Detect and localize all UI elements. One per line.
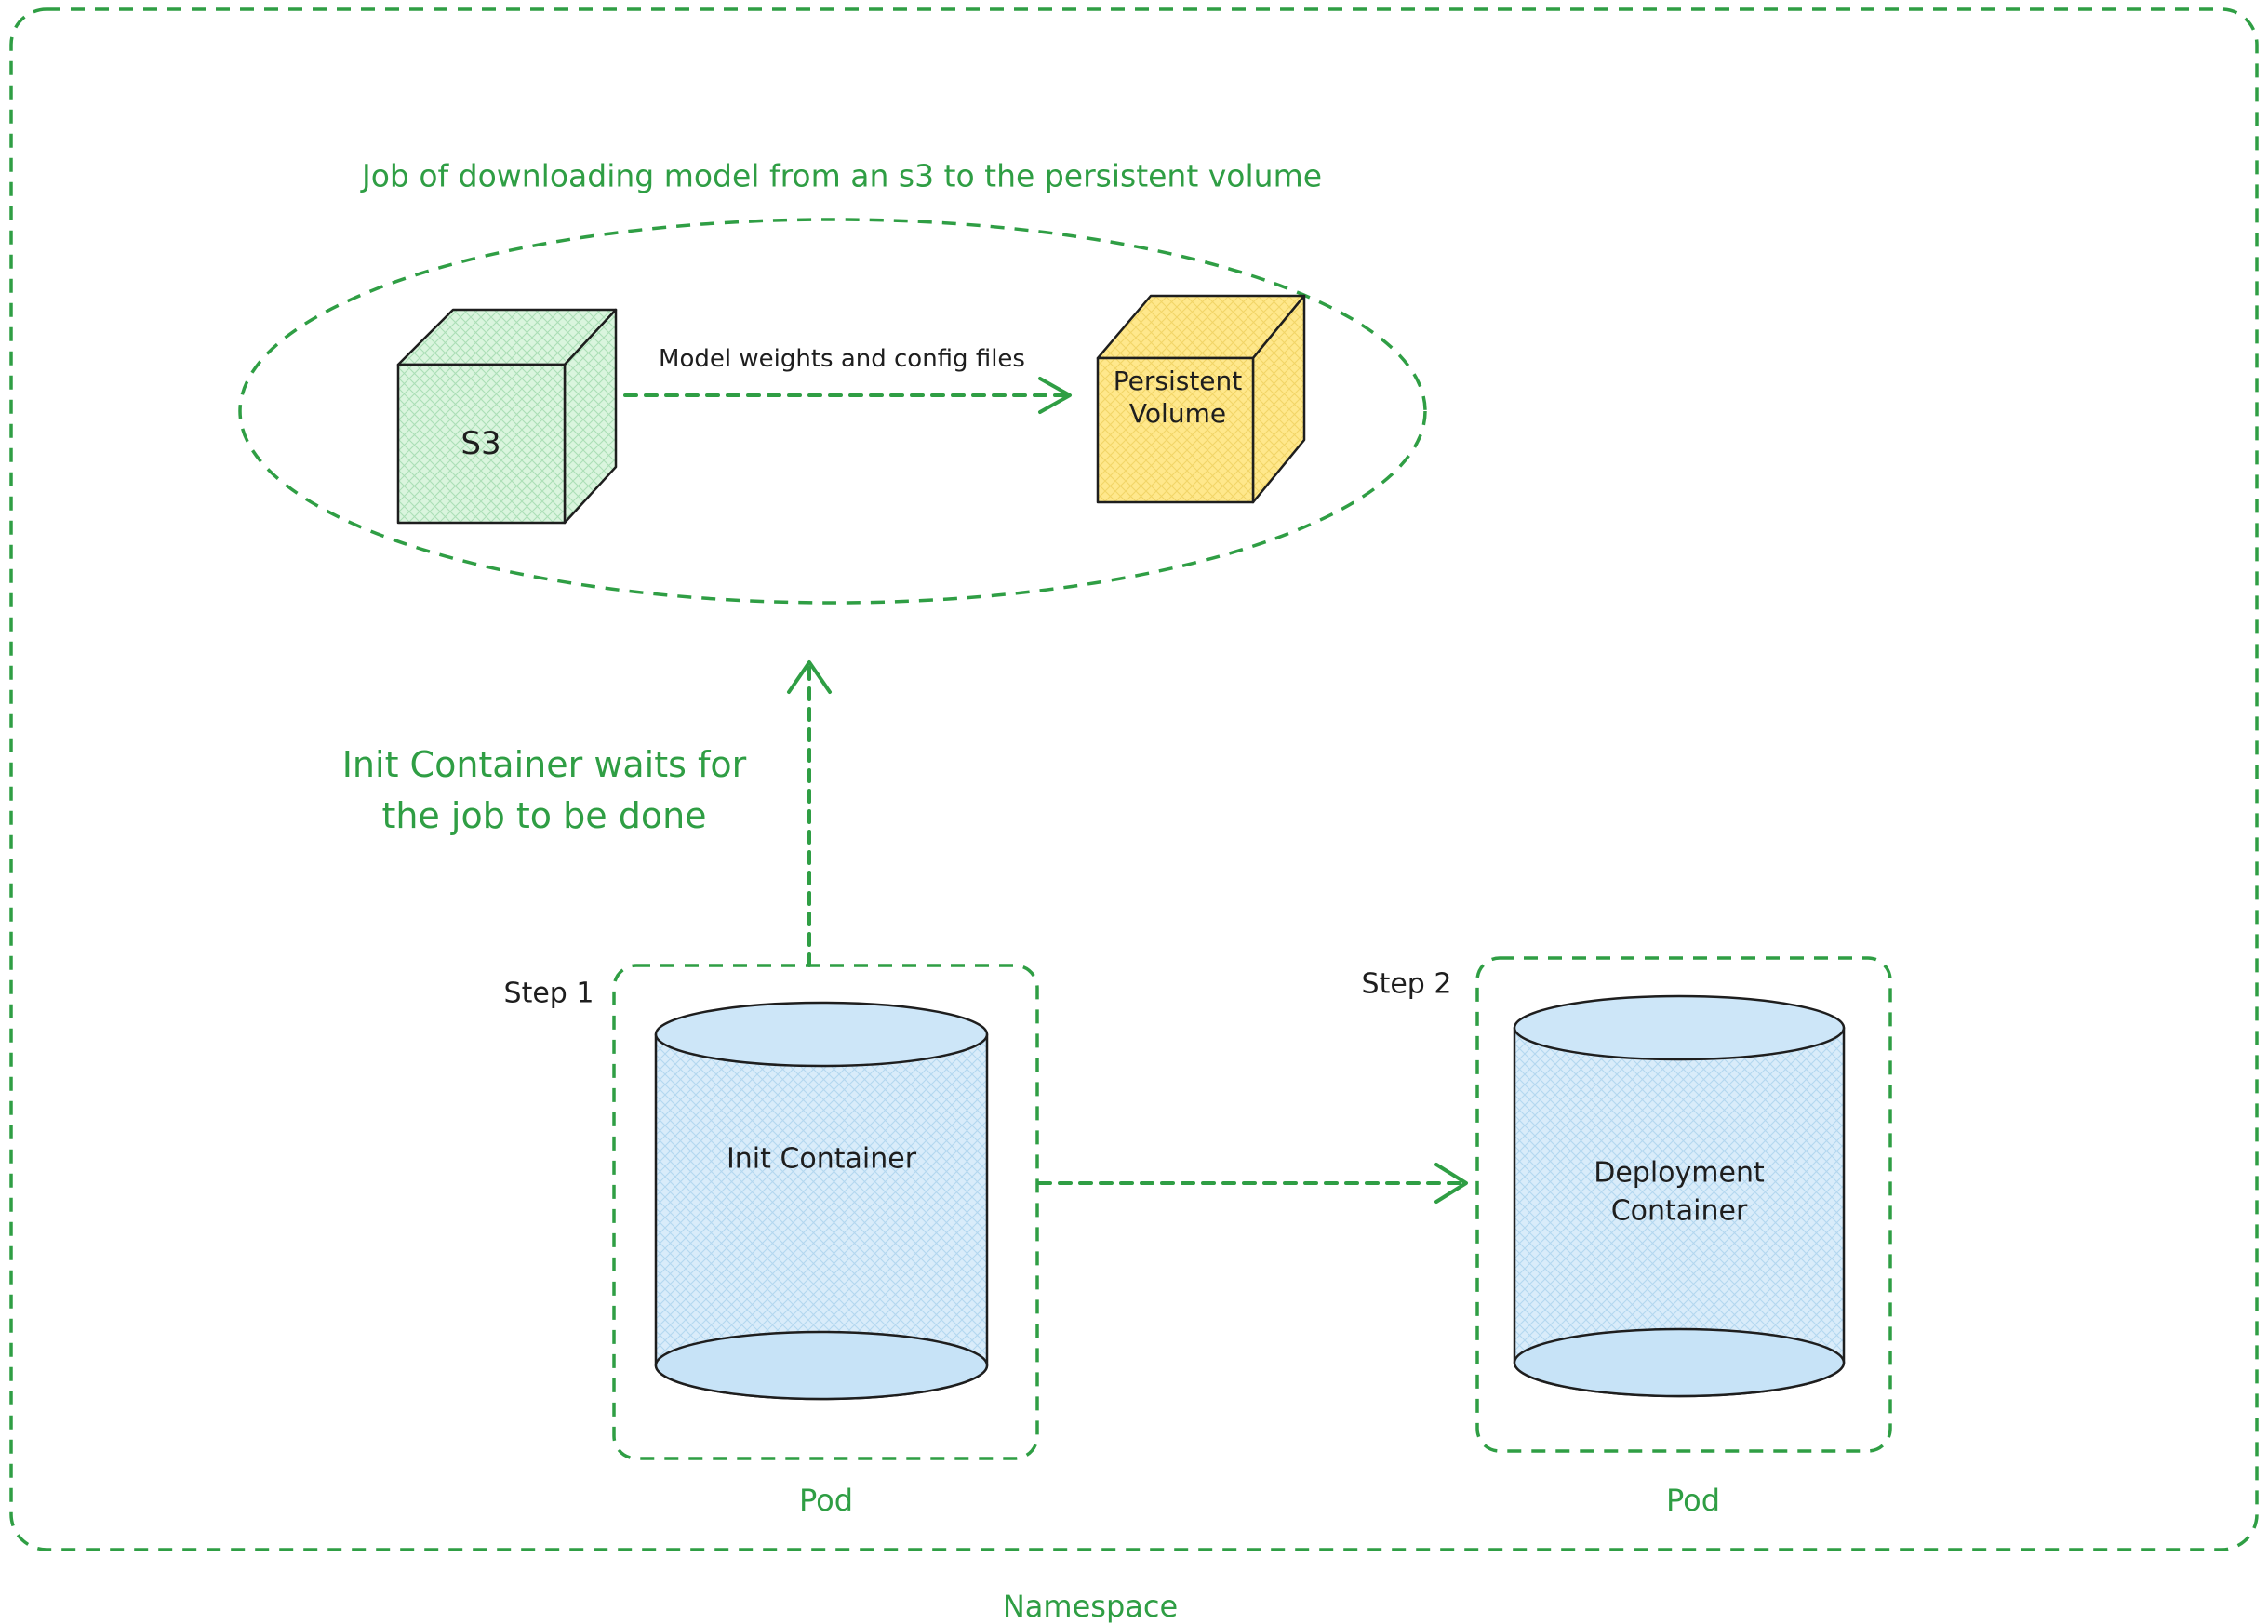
persistent-volume-cube [1096,294,1306,504]
pod1-boundary [612,964,1039,1460]
pod1-label: Pod [798,1483,854,1519]
job-group-ellipse [238,218,1427,605]
step2-label: Step 2 [1361,967,1452,1001]
transfer-arrow [623,377,1072,414]
persistent-volume-label-line2: Volume [1128,398,1227,429]
deployment-container-label: Deployment Container [1594,1155,1765,1231]
wait-note-line2: the job to be done [381,795,707,836]
wait-arrow [787,660,832,967]
pod2-boundary [1475,956,1892,1453]
wait-note: Init Container waits for the job to be d… [342,739,747,842]
wait-note-line1: Init Container waits for [341,743,747,785]
namespace-label: Namespace [1002,1589,1179,1624]
pod2-label: Pod [1665,1483,1721,1519]
init-container-cylinder [654,1001,989,1401]
step1-label: Step 1 [503,977,594,1010]
s3-cube [396,308,618,525]
persistent-volume-label-line1: Persistent [1113,366,1243,396]
step-arrow [1037,1163,1468,1204]
namespace-boundary [9,7,2259,1551]
s3-label: S3 [460,424,501,462]
deployment-container-label-line2: Container [1610,1194,1748,1227]
job-title: Job of downloading model from an s3 to t… [361,157,1323,194]
persistent-volume-label: Persistent Volume [1114,365,1243,430]
deployment-container-label-line1: Deployment [1594,1156,1765,1190]
init-container-label: Init Container [726,1142,917,1176]
transfer-arrow-label: Model weights and config files [659,345,1025,374]
deployment-container-cylinder [1513,994,1846,1398]
